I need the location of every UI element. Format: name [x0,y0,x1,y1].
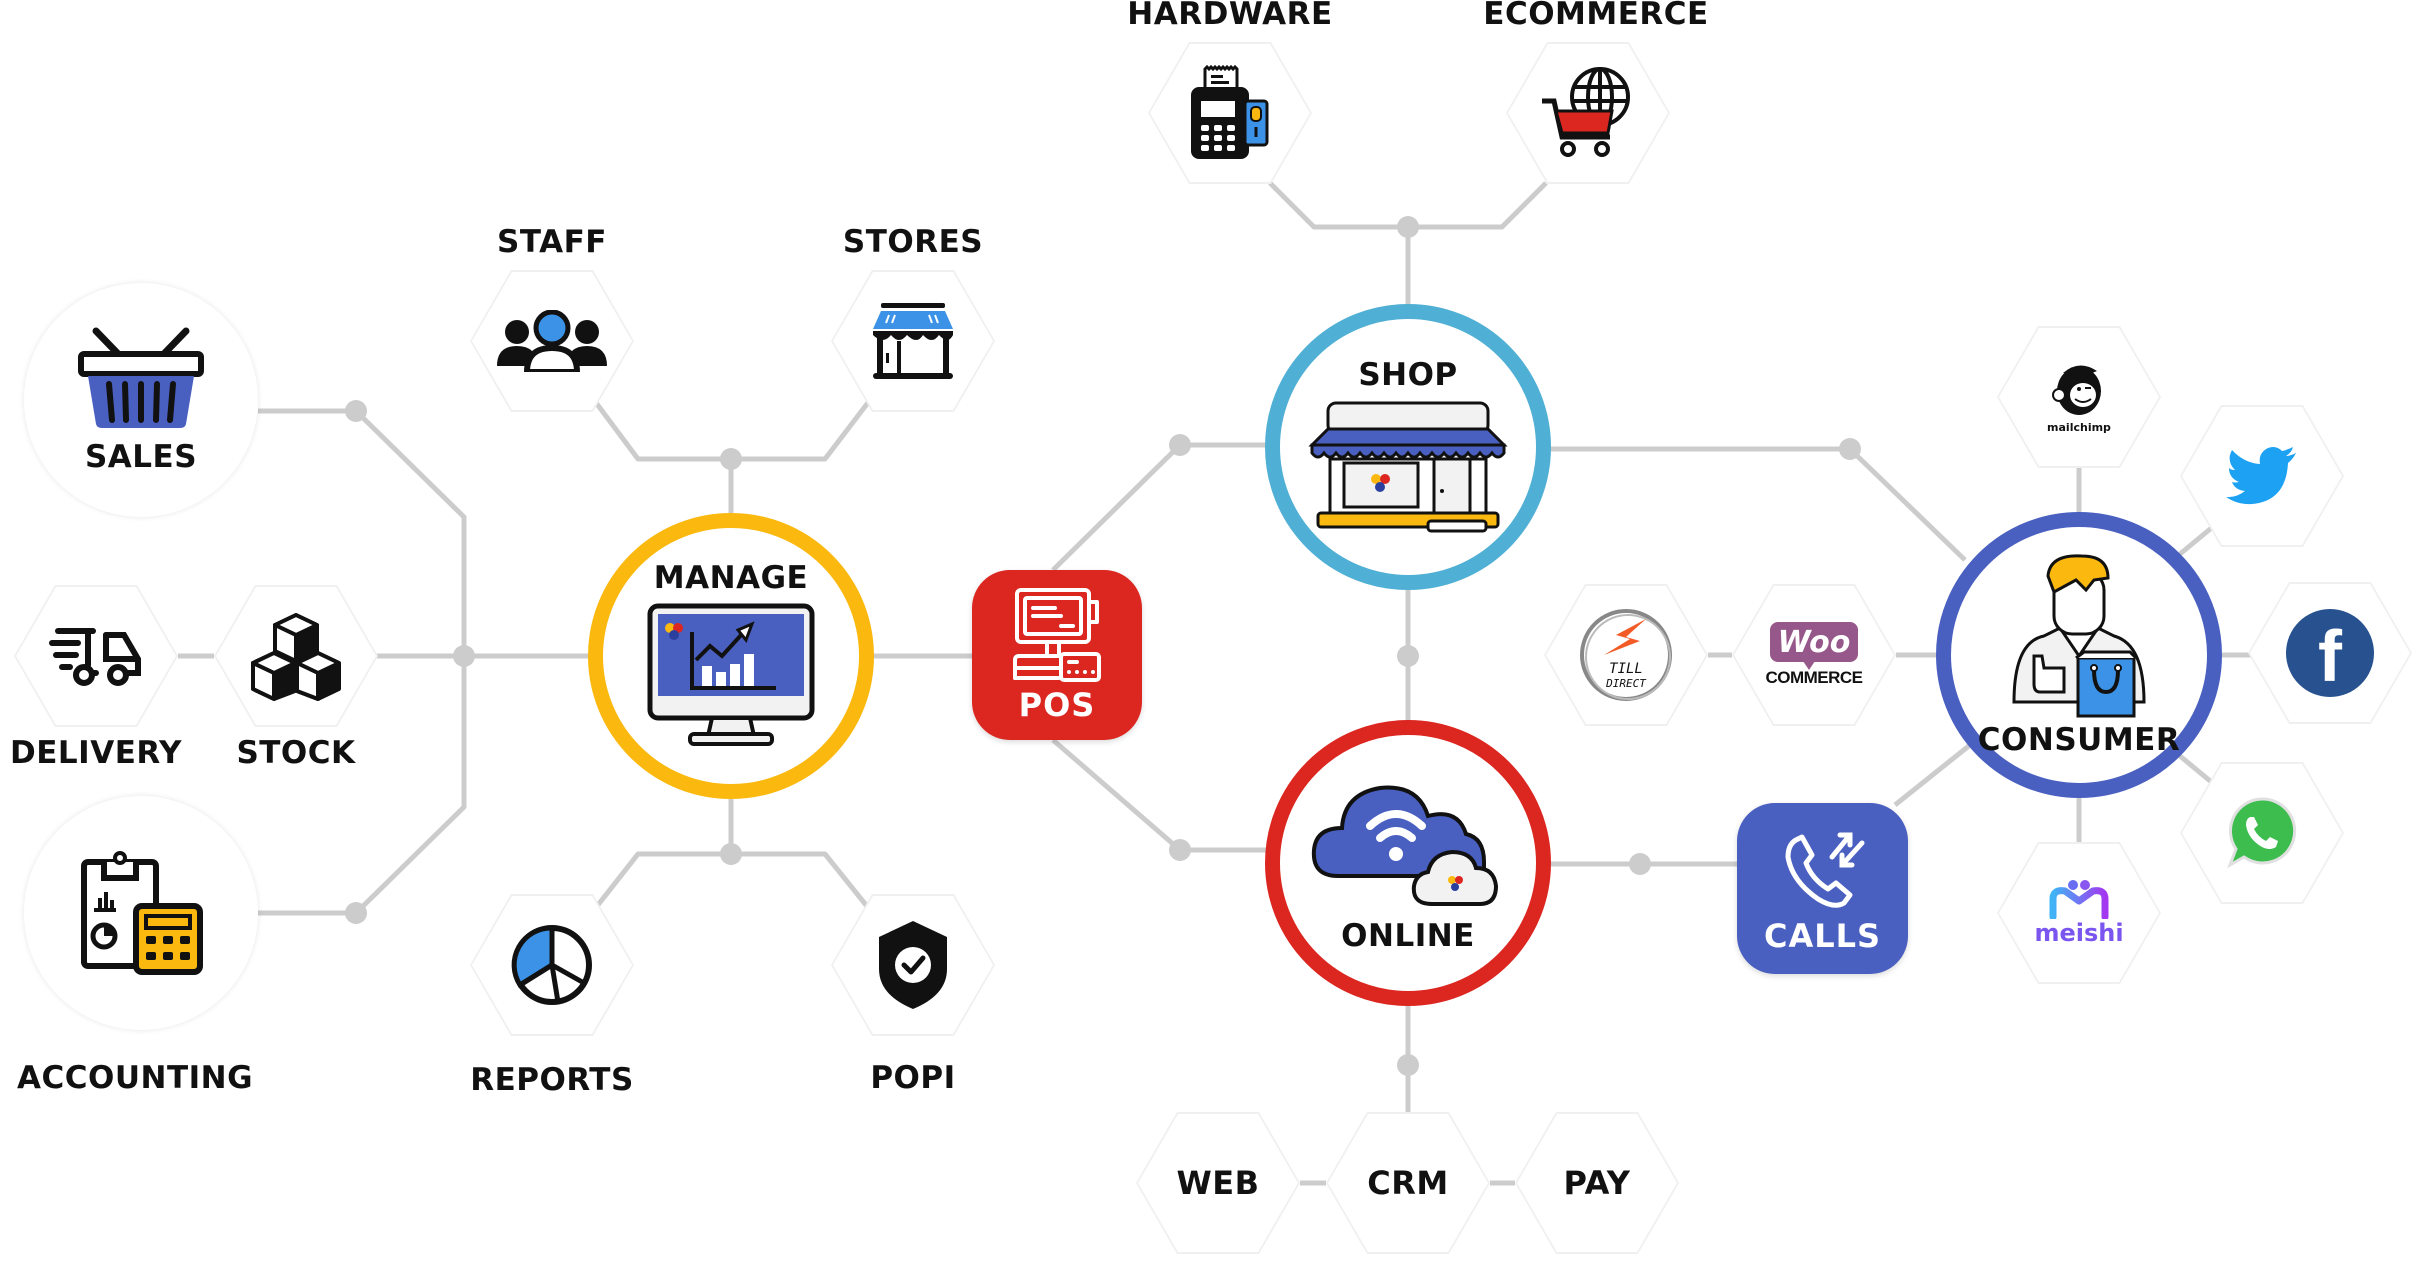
manage-label: MANAGE [653,560,809,596]
meishi-logo-icon [2049,880,2109,919]
delivery-truck-icon [49,628,141,686]
storefront-icon [1308,401,1508,533]
ecommerce-node[interactable] [1506,42,1670,184]
shield-check-icon [879,921,947,1009]
pie-chart-icon [511,925,592,1005]
staff-label: STAFF [497,224,607,260]
till-line2: DIRECT [1605,677,1647,690]
whatsapp-logo-icon [2227,797,2297,869]
junction-dot [1397,645,1419,667]
calculator-clipboard-icon [81,851,203,975]
wire-calls-consumer [1893,743,1972,807]
accounting-label: ACCOUNTING [16,1060,254,1096]
facebook-glyph: f [2318,617,2342,697]
stock-node[interactable] [214,585,378,727]
cloud-wifi-icon [1311,785,1499,906]
crm-node[interactable]: CRM [1326,1112,1490,1254]
facebook-node[interactable]: f [2248,582,2412,724]
woocommerce-logo-icon: Woo COMMERCE [1765,622,1863,688]
till-direct-node[interactable]: TILL DIRECT [1544,584,1708,726]
wire-shop-consumer [1551,446,1967,562]
junction-dot [720,843,742,865]
junction-dot [1629,853,1651,875]
web-label: WEB [1176,1164,1260,1202]
delivery-label: DELIVERY [10,735,182,771]
manage-hub[interactable]: MANAGE [588,513,874,799]
staff-node[interactable] [470,270,634,412]
junction-dot [1839,438,1861,460]
meishi-node[interactable]: meishi [1997,842,2161,984]
card-terminal-icon [1191,65,1269,159]
consumer-label: CONSUMER [1977,722,2181,758]
accounting-node[interactable] [24,796,258,1030]
junction-dot [1397,216,1419,238]
hardware-label: HARDWARE [1127,0,1333,32]
twitter-bird-icon [2226,447,2296,505]
junction-dot [1169,839,1191,861]
shopping-basket-icon [78,327,204,428]
junction-dot [720,448,742,470]
shop-hub[interactable]: SHOP [1265,304,1551,590]
phone-call-icon [1785,832,1864,908]
woo-commerce-text: COMMERCE [1765,668,1863,687]
junction-dot [345,400,367,422]
junction-dot [453,645,475,667]
meishi-label: meishi [2034,919,2124,947]
stores-node[interactable] [831,270,995,412]
online-label: ONLINE [1341,918,1475,954]
calls-tile[interactable]: CALLS [1737,803,1908,974]
popi-label: POPI [870,1060,956,1096]
pos-terminal-icon [1013,588,1101,682]
facebook-logo-icon: f [2286,609,2374,697]
stores-label: STORES [842,224,984,260]
mailchimp-label: mailchimp [2047,420,2111,434]
twitter-node[interactable] [2180,405,2344,547]
sales-label: SALES [84,438,198,475]
till-direct-logo-icon: TILL DIRECT [1580,609,1672,701]
monitor-chart-icon [647,603,815,746]
online-hub[interactable]: ONLINE [1265,720,1551,1006]
brand-cube-icon [665,623,683,640]
pay-label: PAY [1563,1164,1631,1202]
reports-label: REPORTS [470,1062,634,1098]
pos-label: POS [1018,686,1096,724]
sales-node[interactable]: SALES [24,283,258,517]
junction-dot [1397,1054,1419,1076]
wire-pos-online [1051,738,1266,853]
reports-node[interactable] [470,894,634,1036]
ecommerce-label: ECOMMERCE [1483,0,1709,32]
stock-label: STOCK [236,735,356,771]
mailchimp-node[interactable]: mailchimp [1997,326,2161,468]
till-line1: TILL [1609,661,1643,677]
shopper-icon [2012,554,2146,718]
woo-badge: Woo [1777,624,1851,660]
crm-label: CRM [1367,1164,1449,1202]
wire-pos-shop [1051,442,1266,572]
people-icon [497,310,607,372]
junction-dot [345,902,367,924]
hardware-node[interactable] [1148,42,1312,184]
calls-label: CALLS [1763,916,1882,955]
pos-tile[interactable]: POS [972,570,1142,740]
web-node[interactable]: WEB [1136,1112,1300,1254]
globe-cart-icon [1542,67,1630,157]
consumer-hub[interactable]: CONSUMER [1936,512,2222,798]
shop-label: SHOP [1358,357,1458,393]
junction-dot [1169,434,1191,456]
pay-node[interactable]: PAY [1515,1112,1679,1254]
mailchimp-logo-icon [2052,364,2101,415]
woocommerce-node[interactable]: Woo COMMERCE [1732,584,1896,726]
popi-node[interactable] [831,894,995,1036]
whatsapp-node[interactable] [2180,762,2344,904]
boxes-icon [251,613,341,701]
delivery-node[interactable] [14,585,178,727]
store-icon [873,303,953,379]
